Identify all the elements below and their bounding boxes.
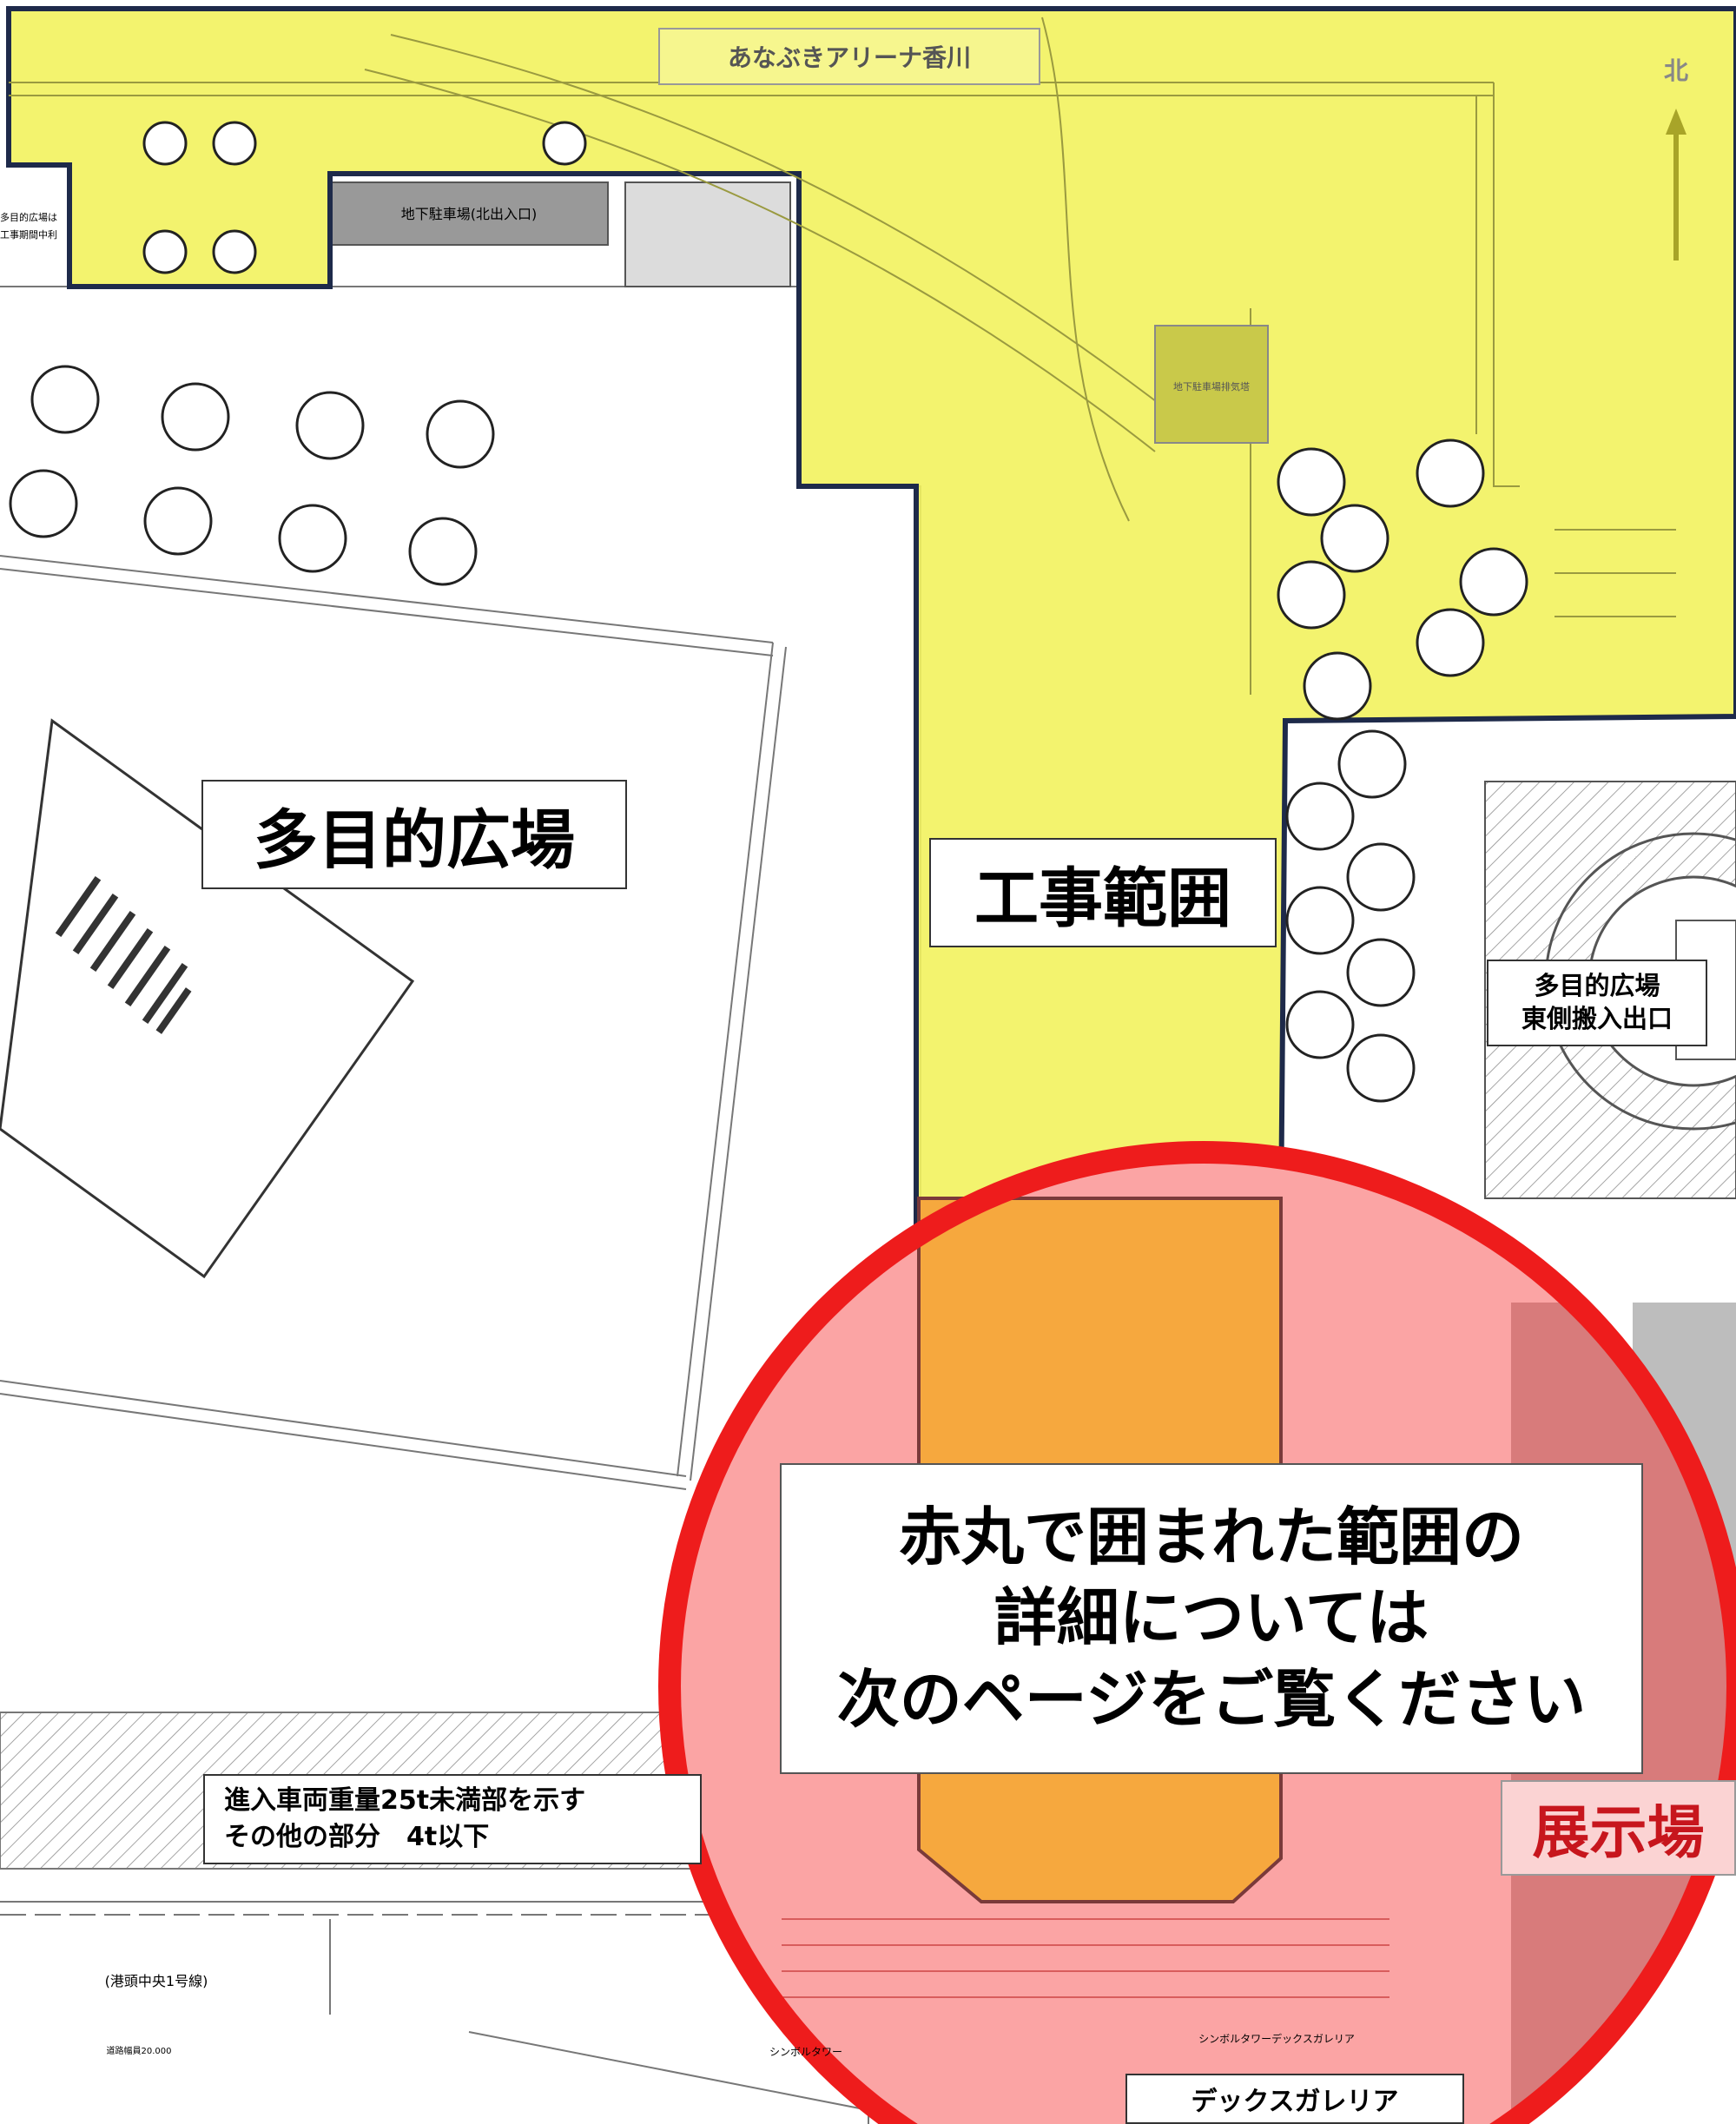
- tree-icon: [1416, 608, 1485, 677]
- tree-icon: [9, 469, 78, 538]
- exhibition-label: 展示場: [1501, 1780, 1736, 1876]
- tree-icon: [1346, 938, 1416, 1007]
- north-label: 北: [1663, 56, 1688, 85]
- notice-small-2: 工事期間中利: [0, 229, 57, 241]
- tree-icon: [1337, 729, 1407, 799]
- tree-icon: [1303, 651, 1372, 721]
- stage-seating: [55, 875, 192, 1034]
- notice-small-1: 多目的広場は: [0, 212, 57, 223]
- tree-icon: [426, 399, 495, 469]
- tree-icon: [408, 517, 478, 586]
- weight-note: 進入車両重量25t未満部を示す その他の部分 4t以下: [203, 1774, 702, 1864]
- parking-vent: [1154, 325, 1269, 444]
- multipurpose-plaza-label: 多目的広場: [201, 780, 627, 889]
- construction-area: [6, 6, 1736, 1375]
- tree-icon: [295, 391, 365, 460]
- tree-icon: [278, 504, 347, 573]
- deck-galleria-label: デックスガレリア: [1125, 2074, 1464, 2124]
- symbol-tower-label: シンボルタワー: [769, 2045, 842, 2058]
- tree-icon: [143, 486, 213, 556]
- highlight-circle: [658, 1141, 1736, 2124]
- tree-icon: [1320, 504, 1389, 573]
- tree-icon: [1346, 1033, 1416, 1103]
- tree-icon: [142, 121, 188, 166]
- east-gate-label: 多目的広場 東側搬入出口: [1487, 960, 1707, 1046]
- tree-icon: [1277, 447, 1346, 517]
- north-arrow-icon: [1666, 109, 1686, 261]
- parking-ramp: [624, 181, 791, 287]
- tree-icon: [1416, 439, 1485, 508]
- tree-icon: [1277, 560, 1346, 630]
- deck-galleria-small-label: シンボルタワーデックスガレリア: [1198, 2032, 1355, 2045]
- tree-icon: [30, 365, 100, 434]
- tree-icon: [212, 121, 257, 166]
- tree-icon: [1459, 547, 1528, 617]
- tree-icon: [542, 121, 587, 166]
- parking-exit-label: 地下駐車場(北出入口): [400, 206, 538, 222]
- circle-note: 赤丸で囲まれた範囲の 詳細については 次のページをご覧ください: [780, 1463, 1643, 1774]
- arena-label: あなぶきアリーナ香川: [658, 28, 1040, 85]
- arena-grid: [9, 16, 1676, 695]
- tree-icon: [161, 382, 230, 452]
- tree-icon: [1285, 990, 1355, 1059]
- trees: [9, 121, 1528, 1103]
- parking-vent-label: 地下駐車場排気塔: [1173, 381, 1250, 392]
- road-width-label: 道路幅員20.000: [106, 2046, 172, 2056]
- tree-icon: [1285, 782, 1355, 851]
- construction-area-label: 工事範囲: [929, 838, 1277, 947]
- tree-icon: [212, 229, 257, 274]
- road-label: (港頭中央1号線): [104, 1973, 208, 1989]
- tree-icon: [142, 229, 188, 274]
- tree-icon: [1346, 842, 1416, 912]
- tree-icon: [1285, 886, 1355, 955]
